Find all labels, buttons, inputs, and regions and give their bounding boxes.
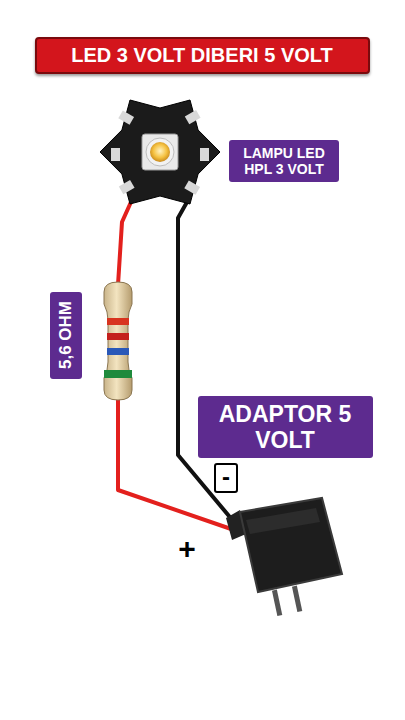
led-base [142, 134, 178, 170]
resistor-label: 5,6 OHM [50, 292, 82, 379]
label-text: 5,6 OHM [56, 301, 76, 369]
title-text: LED 3 VOLT DIBERI 5 VOLT [49, 44, 356, 67]
title-banner: LED 3 VOLT DIBERI 5 VOLT [35, 37, 370, 74]
led-label: LAMPU LED HPL 3 VOLT [229, 140, 339, 182]
red-wire [118, 202, 131, 285]
polarity-minus: - [214, 463, 238, 493]
solder-pads [111, 110, 209, 195]
led-dome [150, 142, 170, 162]
led-star-board [100, 100, 220, 204]
polarity-text: - [222, 465, 230, 489]
black-wire [178, 202, 234, 522]
label-text: ADAPTOR 5 VOLT [207, 401, 364, 454]
led-rim [146, 138, 174, 166]
adapter-label: ADAPTOR 5 VOLT [198, 396, 373, 459]
label-text: LAMPU LED HPL 3 VOLT [238, 145, 330, 177]
polarity-plus: + [176, 534, 198, 564]
adapter-symbol [226, 498, 342, 616]
resistor-symbol [104, 282, 132, 400]
polarity-text: + [178, 534, 196, 564]
